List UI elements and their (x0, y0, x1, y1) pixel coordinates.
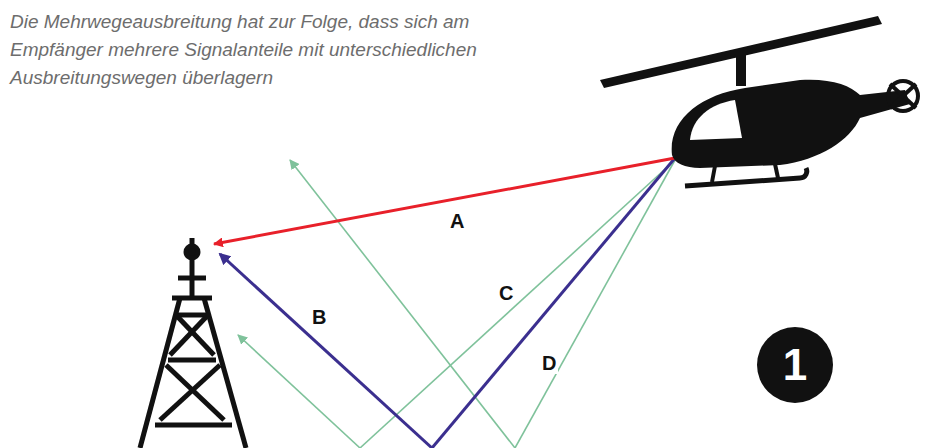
callout-text: 1 (783, 343, 807, 387)
figure-caption: Die Mehrwegeausbreitung hat zur Folge, d… (10, 8, 550, 92)
callout-number: 1 (757, 327, 833, 403)
reflected-rays (238, 160, 675, 448)
path-label: B (310, 306, 328, 328)
path-label: C (497, 282, 515, 304)
helicopter-symbol (600, 16, 918, 186)
path-label: A (448, 210, 466, 232)
path-label: D (540, 352, 558, 374)
direct-path (214, 158, 675, 244)
tower-symbol (140, 238, 246, 448)
